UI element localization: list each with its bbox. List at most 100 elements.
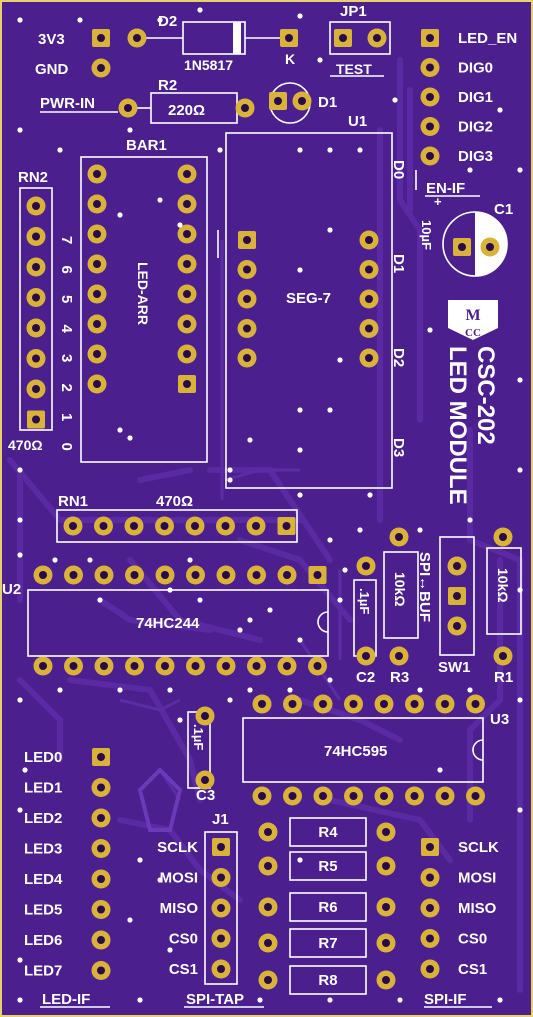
pad-r4-2 — [376, 822, 396, 842]
bar1-index-3: 3 — [58, 354, 75, 362]
pad-r6-2 — [376, 897, 396, 917]
via — [87, 557, 93, 563]
via — [517, 167, 523, 173]
via — [297, 267, 303, 273]
via — [337, 357, 343, 363]
pad-u2-top — [186, 565, 205, 585]
pad-c2-1 — [356, 556, 376, 576]
via — [297, 857, 303, 863]
via — [497, 997, 503, 1003]
pad-c3-1 — [195, 706, 215, 726]
pad-rn2 — [26, 379, 46, 399]
pad-rn2 — [26, 349, 46, 368]
pad-rn1 — [216, 516, 235, 536]
pad-u1-right — [359, 230, 379, 250]
via — [517, 377, 523, 383]
pad-u3-top — [435, 694, 455, 714]
pad-rn1 — [185, 516, 205, 536]
led-if-label-led0: LED0 — [24, 749, 62, 766]
jp1-ref: JP1 — [340, 3, 367, 20]
bar1-index-6: 6 — [58, 266, 75, 274]
via — [417, 527, 423, 533]
pad-tap-cs1 — [211, 959, 231, 979]
pad-u3-bottom — [405, 786, 424, 806]
silkscreen — [19, 21, 522, 1008]
pad-u2-bottom — [277, 656, 297, 676]
pad-r2-2 — [235, 98, 255, 118]
vias — [17, 7, 523, 1003]
u3-part: 74HC595 — [324, 743, 387, 760]
pad-u3-top — [283, 694, 302, 714]
via — [17, 552, 23, 558]
pad-u2-bottom — [33, 656, 53, 676]
pad-if-cs0 — [420, 929, 440, 948]
pad-rn2 — [26, 227, 46, 246]
pad-u2-top — [33, 565, 53, 585]
pad-u3-top — [466, 694, 485, 714]
via — [17, 517, 23, 523]
spi-tap-label-mosi: MOSI — [160, 870, 198, 887]
led-if-label-led7: LED7 — [24, 963, 62, 980]
pad-d1-2 — [292, 91, 312, 111]
via — [217, 147, 223, 153]
via — [297, 492, 303, 498]
logo-top: M — [465, 307, 480, 324]
pad-c1-1 — [453, 238, 471, 256]
pad-if-sclk — [421, 838, 439, 856]
via — [327, 147, 333, 153]
via — [297, 147, 303, 153]
pad-rn2 — [27, 410, 45, 429]
c2-value: .1µF — [357, 588, 372, 614]
rn1-ref: RN1 — [58, 493, 88, 510]
pad-u2-bottom — [247, 656, 266, 676]
spi-tap-label-cs0: CS0 — [169, 931, 198, 948]
via — [227, 697, 233, 703]
via — [137, 857, 143, 863]
r2-value: 220Ω — [168, 102, 205, 119]
pad-rn1 — [246, 516, 266, 536]
via — [127, 435, 133, 441]
pad-u3-bottom — [374, 786, 394, 806]
pad-bar1-right — [177, 254, 197, 274]
en-if-label-dig1: DIG1 — [458, 89, 493, 106]
pad-bar1-right — [177, 344, 197, 364]
c3-value: .1µF — [191, 724, 206, 750]
via — [357, 147, 363, 153]
via — [157, 877, 163, 883]
d2-part: 1N5817 — [184, 57, 233, 73]
spi-tap-title: SPI-TAP — [186, 991, 244, 1008]
pad-u2-top — [94, 565, 114, 585]
pad-bar1-right — [177, 284, 197, 304]
bar1-index-5: 5 — [58, 295, 75, 303]
pad-u3-bottom — [252, 786, 272, 806]
pad-rn1 — [277, 517, 296, 535]
u1-digit-d3: D3 — [390, 438, 407, 457]
pad-r1-2 — [493, 646, 513, 666]
pad-tap-sclk — [212, 838, 230, 856]
pad-led1 — [91, 778, 111, 797]
rn1-value: 470Ω — [156, 493, 193, 510]
pad-u2-bottom — [186, 656, 205, 676]
led-if-label-led4: LED4 — [24, 871, 63, 888]
en-if-label-dig3: DIG3 — [458, 148, 493, 165]
pad-led2 — [91, 808, 111, 828]
en-if-label-led_en: LED_EN — [458, 30, 517, 47]
d1-ref: D1 — [318, 94, 337, 111]
ref-r4: R4 — [318, 824, 338, 841]
spi-if-label-mosi: MOSI — [458, 870, 496, 887]
c3-ref: C3 — [196, 787, 215, 804]
via — [167, 587, 173, 593]
pad-rn1 — [63, 516, 83, 536]
via — [17, 957, 23, 963]
pad-tap-cs0 — [211, 929, 231, 948]
pad-u2-top — [277, 565, 297, 585]
via — [247, 617, 253, 623]
bar1-index-1: 1 — [58, 413, 75, 421]
silk-text: 3V3 GND PWR-IN D2 1N5817 K JP1 TEST R2 2… — [2, 3, 513, 1008]
pad-bar1-right — [177, 164, 197, 184]
u1-label: SEG-7 — [286, 290, 331, 307]
u3-ref: U3 — [490, 711, 509, 728]
pad-bar1-left — [87, 224, 107, 244]
r3-ref: R3 — [390, 669, 409, 686]
